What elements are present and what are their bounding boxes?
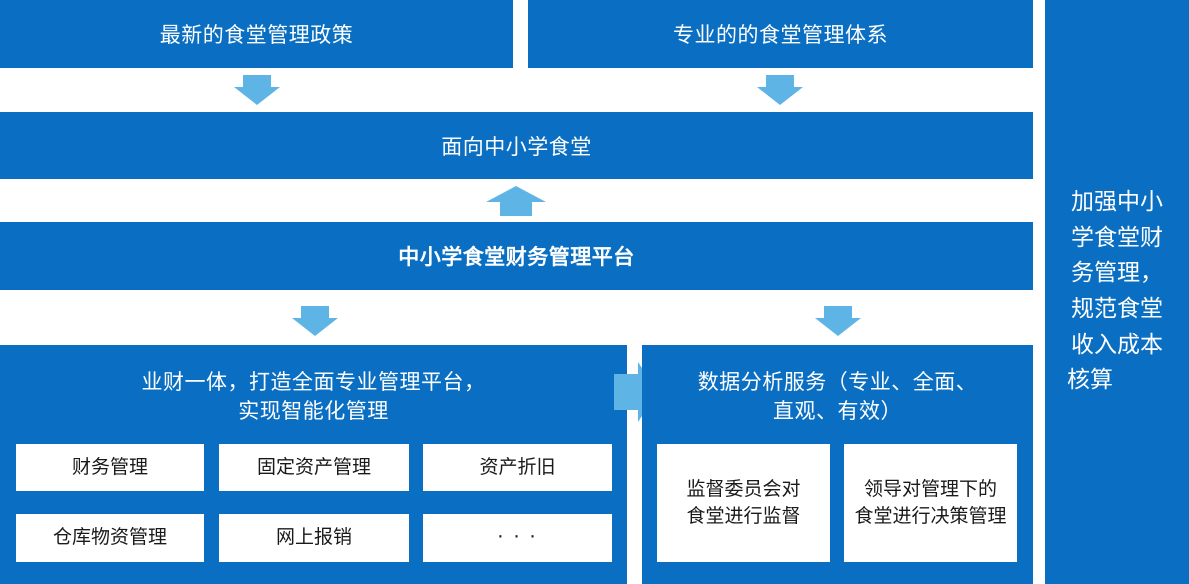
target-label: 面向中小学食堂 (441, 134, 592, 159)
module-card: 资产折旧 (423, 444, 612, 491)
analysis-card: 领导对管理下的 食堂进行决策管理 (844, 444, 1017, 562)
analysis-title-line2: 直观、有效） (773, 399, 902, 424)
analysis-card-line2: 食堂进行监督 (686, 505, 801, 527)
module-card: · · · (423, 514, 612, 562)
side-summary-line: 核算 (1067, 367, 1113, 394)
side-summary-line: 务管理， (1071, 260, 1163, 287)
module-card: 仓库物资管理 (16, 514, 204, 562)
side-summary-line: 收入成本 (1071, 331, 1163, 358)
analysis-card-line1: 监督委员会对 (686, 478, 801, 501)
analysis-title-line1: 数据分析服务（专业、全面、 (697, 370, 978, 394)
integration-title: 业财一体，打造全面专业管理平台， 实现智能化管理 (142, 368, 486, 427)
system-box: 专业的的食堂管理体系 (528, 0, 1033, 68)
arrow-down-icon (292, 306, 338, 336)
arrow-down-icon (234, 75, 280, 105)
arrow-down-icon (757, 75, 803, 105)
module-card: 财务管理 (16, 444, 204, 491)
arrow-down-icon (815, 306, 861, 336)
integration-title-line1: 业财一体，打造全面专业管理平台， (141, 370, 486, 394)
module-label: 资产折旧 (479, 455, 556, 478)
side-summary-line: 加强中小 (1071, 189, 1163, 216)
module-label: 网上报销 (275, 526, 352, 549)
arrow-up-icon (486, 186, 546, 216)
module-card: 网上报销 (219, 514, 409, 562)
side-summary-line: 学食堂财 (1071, 224, 1163, 251)
side-summary-panel: 加强中小 学食堂财 务管理， 规范食堂 收入成本 核算 (1045, 0, 1189, 584)
analysis-card: 监督委员会对 食堂进行监督 (657, 444, 830, 562)
policy-label: 最新的食堂管理政策 (159, 23, 354, 47)
platform-box: 中小学食堂财务管理平台 (0, 222, 1033, 290)
target-box: 面向中小学食堂 (0, 112, 1033, 179)
module-label: 固定资产管理 (256, 455, 371, 478)
module-card: 固定资产管理 (219, 444, 409, 491)
integration-title-line2: 实现智能化管理 (238, 399, 389, 424)
platform-label: 中小学食堂财务管理平台 (398, 245, 635, 269)
module-label: 财务管理 (71, 455, 148, 478)
module-label: · · · (497, 526, 538, 549)
analysis-title: 数据分析服务（专业、全面、 直观、有效） (698, 368, 978, 427)
side-summary-line: 规范食堂 (1071, 296, 1163, 322)
module-label: 仓库物资管理 (52, 526, 167, 549)
analysis-card-line1: 领导对管理下的 (863, 478, 997, 501)
system-label: 专业的的食堂管理体系 (673, 23, 888, 47)
policy-box: 最新的食堂管理政策 (0, 0, 513, 68)
analysis-card-line2: 食堂进行决策管理 (854, 505, 1007, 527)
